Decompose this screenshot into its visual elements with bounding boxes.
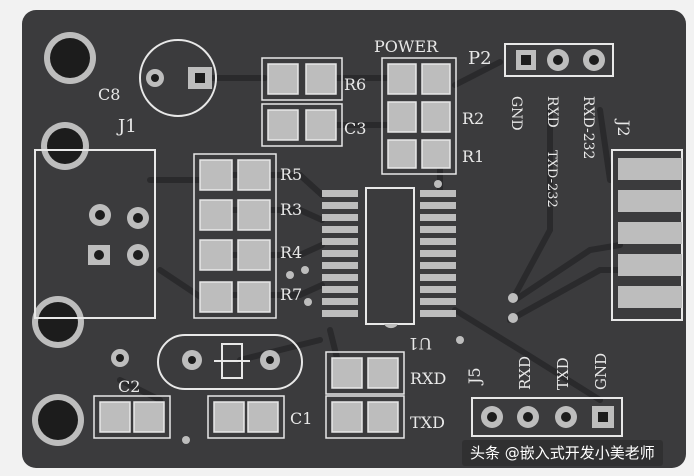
vias (182, 180, 518, 444)
c2-hole (116, 354, 124, 362)
label-rxd232: RXD-232 (580, 96, 596, 159)
label-txd-bottom: TXD (554, 357, 572, 390)
label-r4: R4 (280, 243, 302, 262)
pad-outlines (93, 57, 457, 439)
label-gnd-bottom: GND (592, 353, 610, 390)
label-rxd-top: RXD (544, 96, 560, 128)
label-j2: J2 (614, 118, 633, 137)
label-r5: R5 (280, 165, 302, 184)
crystal-oscillator (157, 334, 303, 390)
label-r1: R1 (462, 147, 484, 166)
j2-edge-connector (611, 149, 683, 321)
label-gnd-top: GND (508, 96, 524, 131)
label-c2: C2 (118, 377, 140, 396)
label-c3: C3 (344, 119, 366, 138)
label-rxd-bottom: RXD (516, 356, 534, 390)
label-j5: J5 (465, 367, 484, 386)
u1-chip (322, 187, 456, 329)
j1-connector (34, 149, 156, 319)
label-rxd-left: RXD (410, 369, 446, 388)
label-c1: C1 (290, 409, 312, 428)
label-c8: C8 (98, 85, 120, 104)
c8-capacitor (139, 39, 217, 117)
label-p2: P2 (468, 48, 492, 69)
label-r2: R2 (462, 109, 484, 128)
p2-header (504, 43, 614, 77)
label-u1: U1 (408, 334, 432, 353)
label-r6: R6 (344, 75, 366, 94)
label-txd-left: TXD (410, 413, 445, 432)
label-power: POWER (374, 37, 439, 56)
smd-pads (99, 63, 451, 433)
mounting-holes (32, 32, 96, 446)
label-j1: J1 (116, 116, 137, 137)
watermark-text: 头条 @嵌入式开发小美老师 (462, 440, 663, 466)
copper-traces (117, 59, 623, 403)
label-txd232: TXD-232 (544, 150, 559, 208)
j5-header (471, 397, 623, 437)
label-r3: R3 (280, 200, 302, 219)
label-r7: R7 (280, 285, 302, 304)
